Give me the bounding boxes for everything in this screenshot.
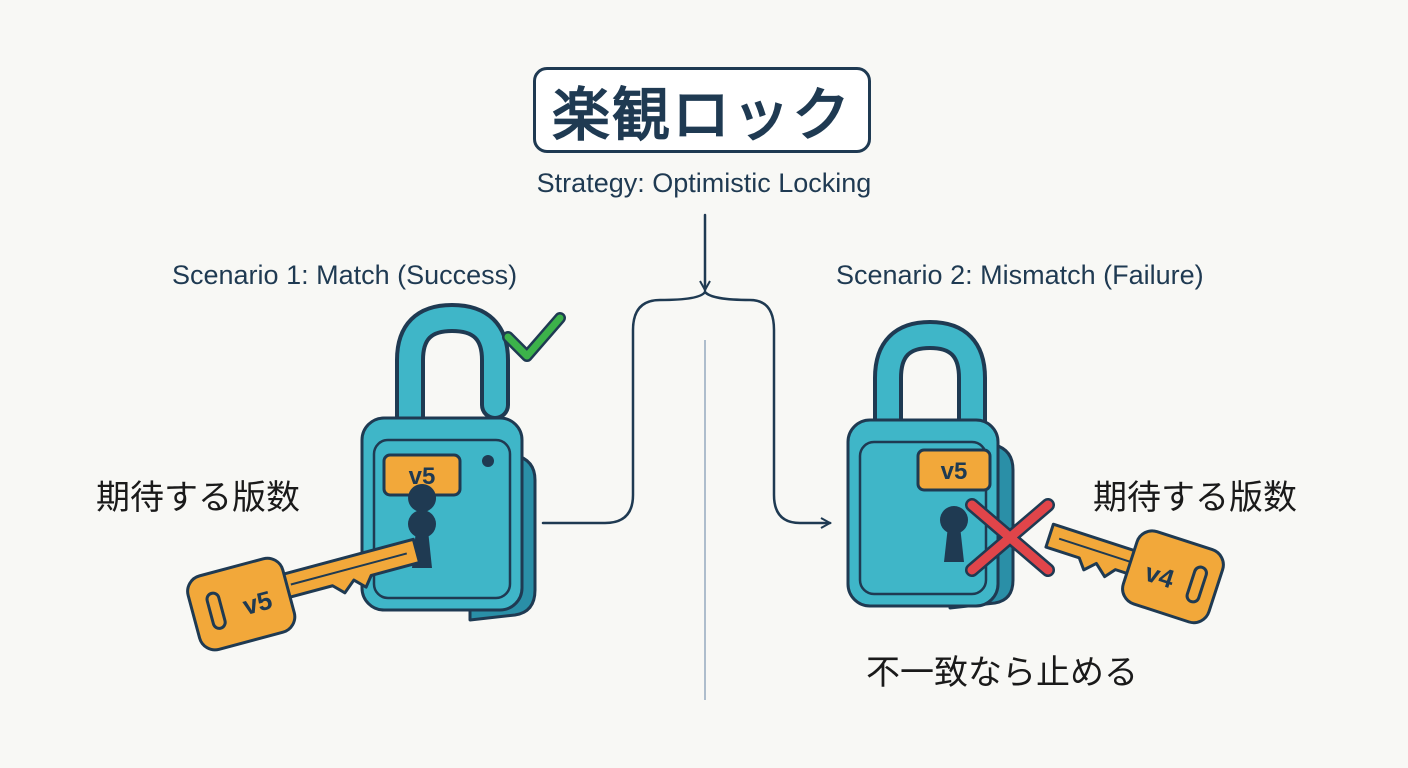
lock-version-text: v5	[941, 458, 968, 485]
cross-icon	[965, 498, 1055, 577]
padlock-closed-icon: v5	[846, 319, 1015, 610]
title-box: 楽観ロック	[533, 67, 871, 153]
key-icon: v4	[1044, 522, 1225, 625]
scenario-1-heading: Scenario 1: Match (Success)	[172, 260, 518, 290]
page-title: 楽観ロック	[551, 81, 852, 149]
connector-right	[703, 290, 830, 523]
scenario-2-expected-version-label: 期待する版数	[1093, 478, 1297, 518]
connector-left	[541, 290, 707, 525]
flow-connectors	[541, 213, 830, 525]
scenario-2-heading: Scenario 2: Mismatch (Failure)	[836, 260, 1204, 290]
subtitle: Strategy: Optimistic Locking	[536, 168, 872, 198]
scenario-1-expected-version-label: 期待する版数	[96, 478, 300, 518]
key-icon: v5	[186, 537, 422, 652]
padlock-open-icon: v5	[360, 302, 537, 622]
lock-version-tag: v5	[916, 448, 992, 492]
scenario-2-result-label: 不一致なら止める	[866, 653, 1138, 693]
